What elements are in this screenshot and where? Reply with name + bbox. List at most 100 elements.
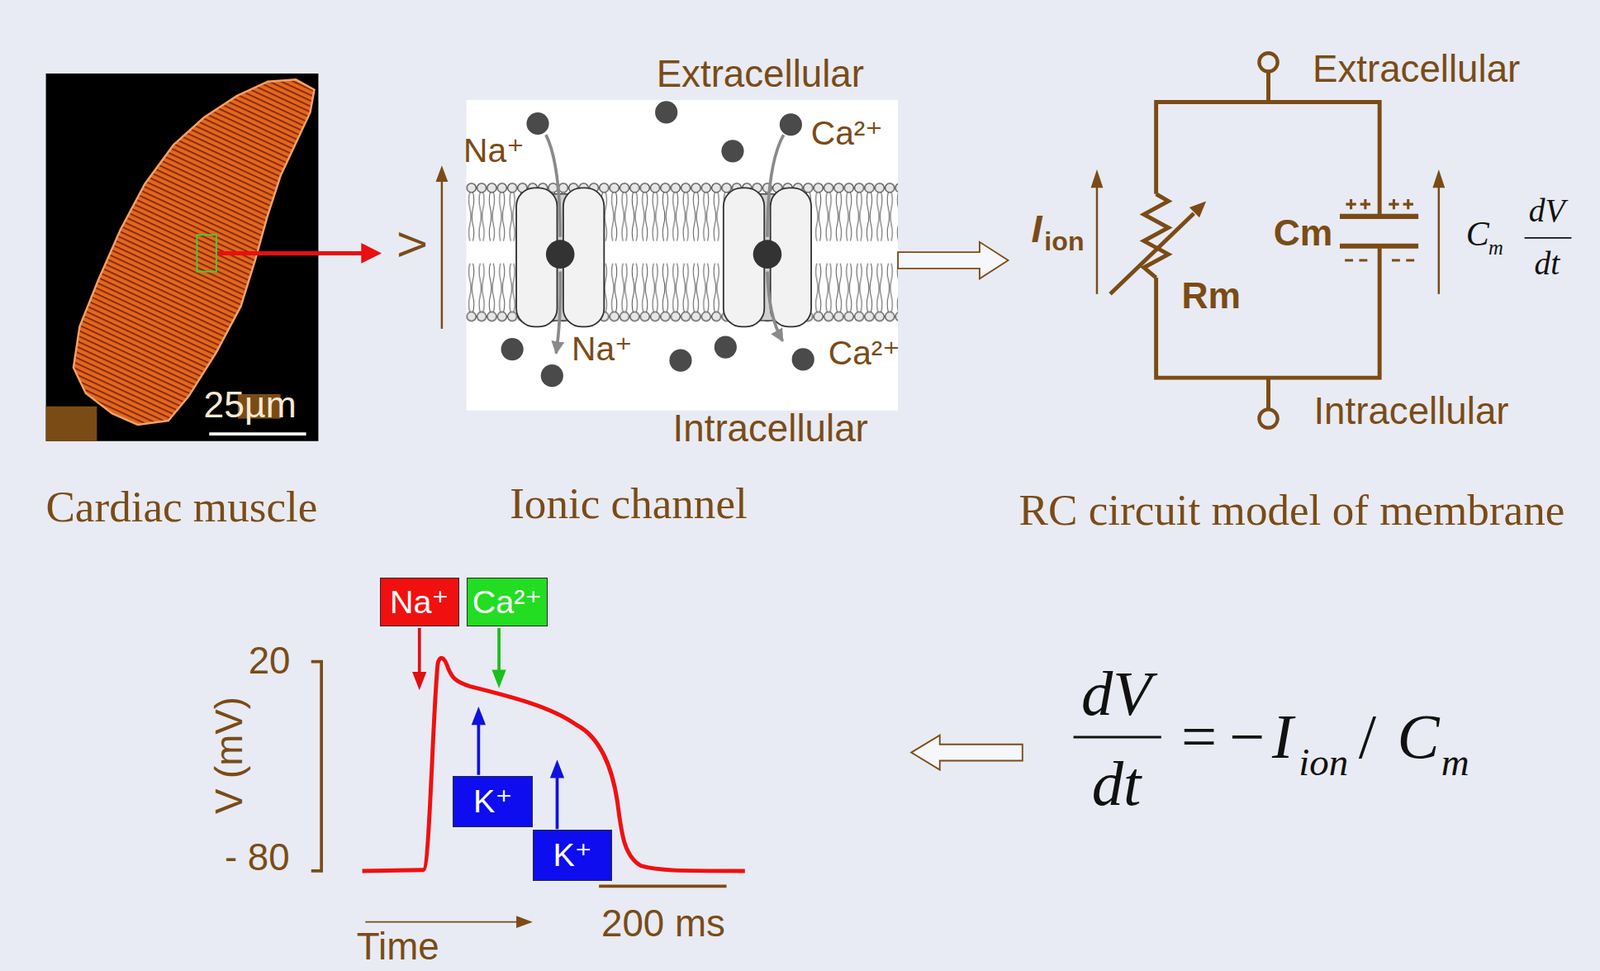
ion-path [767, 271, 784, 342]
current-arrow [1438, 185, 1440, 295]
ionic-channel-image: Na⁺ Ca²⁺ Na⁺ Ca²⁺ [466, 99, 899, 411]
sodium-channel [516, 134, 604, 353]
ion-dot [541, 364, 564, 387]
formula-symbol: I [1272, 705, 1294, 770]
formula-numerator: dV [1528, 194, 1566, 228]
current-arrow [497, 627, 501, 672]
fraction-bar [1524, 237, 1572, 239]
formula-symbol: C [1397, 705, 1440, 770]
current-arrow [417, 627, 422, 675]
current-arrow [555, 775, 560, 829]
arrow-head [1189, 200, 1206, 218]
resistance-label: Rm [1182, 277, 1242, 314]
formula-denominator: dt [1533, 247, 1560, 281]
variable-arrow [1110, 213, 1194, 295]
formula-operator: = [1181, 705, 1217, 770]
panel-caption: Cardiac muscle [45, 484, 318, 529]
ion-label: K⁺ [552, 838, 592, 872]
arrow-head [435, 165, 448, 182]
ion-label: Ca²⁺ [472, 585, 543, 619]
axis-tick-label: 20 [248, 642, 291, 681]
arrow-head [516, 915, 533, 928]
region-label: Intracellular [673, 409, 869, 448]
potassium-current-box: K⁺ [532, 829, 613, 881]
scale-bar-label: 200 ms [601, 904, 726, 943]
ion-label: Na⁺ [389, 585, 449, 619]
ion-label: Ca²⁺ [811, 115, 884, 150]
voltage-symbol: V [394, 232, 433, 257]
hollow-arrow [897, 242, 1008, 279]
action-potential-plot [311, 627, 746, 928]
arrow-head [360, 242, 382, 264]
arrow-head [412, 671, 427, 690]
ion-dot [501, 337, 524, 361]
region-label: Extracellular [656, 55, 865, 94]
formula-denominator: dt [1091, 751, 1142, 816]
ion-dot [655, 100, 678, 124]
terminal [1258, 52, 1278, 72]
ion-label: Na⁺ [571, 332, 633, 366]
resistor-symbol [1144, 194, 1169, 278]
ion-label: Na⁺ [463, 132, 525, 167]
cardiac-muscle-image: 25µm [46, 73, 319, 442]
cardiac-muscle-picture [46, 73, 319, 442]
formula-operator: − [1229, 705, 1265, 770]
panel-caption: RC circuit model of membrane [1019, 488, 1566, 532]
image-ground [46, 73, 319, 442]
scale-bar [208, 432, 306, 436]
minus-charges [1344, 259, 1415, 262]
ion-dot [526, 112, 549, 135]
arrow-head [491, 669, 506, 689]
wire [1156, 102, 1381, 379]
plus-charges [1345, 199, 1414, 209]
current-arrow [477, 722, 481, 775]
fraction-bar [1073, 735, 1162, 739]
time-label: Time [356, 928, 440, 967]
subscript: m [1488, 237, 1504, 259]
arrow-head [1091, 169, 1104, 188]
capacitor-plate [1339, 243, 1419, 249]
arrow-head [1432, 169, 1445, 188]
ion-dots [501, 100, 815, 387]
ion-path [555, 271, 561, 354]
terminal-label: Intracellular [1313, 392, 1509, 431]
brown-patch [46, 406, 98, 442]
axis-bracket [311, 661, 322, 871]
hollow-arrow [911, 735, 1023, 770]
ion-dot [669, 349, 692, 372]
formula-symbol: C [1466, 216, 1490, 252]
channel-gate [545, 239, 575, 269]
wire [1266, 71, 1271, 409]
axis-title: V (mV) [210, 696, 249, 814]
voltage-arrow [435, 165, 448, 329]
ion-dot [792, 347, 815, 371]
potassium-current-box: K⁺ [452, 775, 532, 827]
scale-bar-label: 25µm [204, 386, 297, 423]
ion-dot [714, 335, 737, 358]
zoom-arrow [217, 242, 382, 264]
ion-dot [721, 139, 744, 162]
capacitor-plate [1339, 213, 1419, 219]
arrow-shaft [441, 179, 443, 328]
axis-tick-label: - 80 [224, 838, 290, 877]
current-arrow [1096, 185, 1098, 295]
formula-numerator: dV [1081, 662, 1152, 727]
ion-dot [779, 113, 803, 136]
rc-circuit [1096, 52, 1439, 428]
ion-path [767, 134, 784, 238]
subscript: m [1441, 741, 1470, 781]
subscript: ion [1044, 227, 1084, 254]
zoom-frame [196, 234, 216, 271]
calcium-current-box: Ca²⁺ [466, 577, 549, 627]
ion-label: K⁺ [473, 784, 513, 818]
capacitance-label: Cm [1273, 213, 1334, 251]
terminal-label: Extracellular [1312, 50, 1520, 89]
ion-label: Ca²⁺ [828, 336, 901, 371]
channel-gate [753, 239, 783, 269]
ion-path [545, 134, 561, 238]
subscript: ion [1298, 741, 1349, 781]
time-arrow [365, 921, 518, 923]
sodium-current-box: Na⁺ [379, 577, 460, 627]
time-scale-bar [598, 884, 727, 888]
